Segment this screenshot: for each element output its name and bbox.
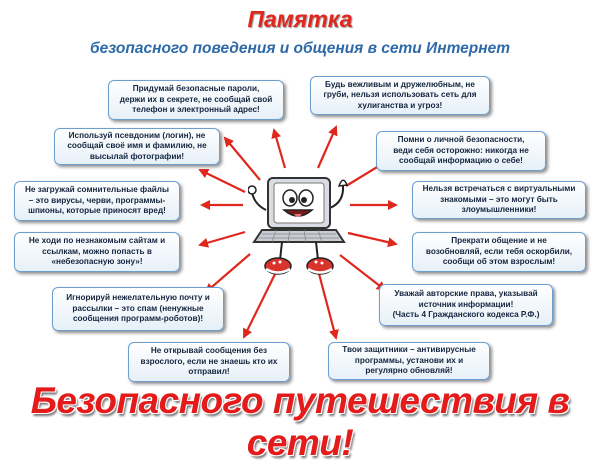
tip-card-copyright: Уважай авторские права, указывай источни… bbox=[379, 284, 553, 326]
arrow-12 bbox=[243, 267, 279, 339]
arrows-layer bbox=[198, 125, 398, 340]
tip-card-unknown-messages: Не открывай сообщения без взрослого, есл… bbox=[128, 342, 290, 382]
arrow-11 bbox=[339, 254, 387, 292]
tip-card-spam: Игнорируй нежелательную почту и рассылки… bbox=[52, 287, 224, 331]
page-title: Памятка bbox=[247, 6, 353, 32]
arrow-1 bbox=[223, 136, 261, 181]
page-subtitle: безопасного поведения и общения в сети И… bbox=[89, 40, 510, 57]
tip-card-suspicious-files: Не загружай сомнительные файлы – это вир… bbox=[14, 181, 180, 221]
tip-card-politeness: Будь вежливым и дружелюбным, не груби, н… bbox=[310, 76, 490, 115]
tip-card-unknown-sites: Не ходи по незнакомым сайтам и ссылкам, … bbox=[14, 232, 180, 272]
arrow-4 bbox=[198, 169, 246, 193]
tip-card-antivirus: Твои защитники – антивирусные программы,… bbox=[328, 342, 490, 380]
tip-card-virtual-meetings: Нельзя встречаться с виртуальными знаком… bbox=[412, 181, 586, 219]
tip-card-personal-safety: Помни о личной безопасности, веди себя о… bbox=[376, 131, 546, 171]
arrow-3 bbox=[316, 125, 338, 169]
arrow-2 bbox=[271, 128, 287, 169]
tip-card-stop-communication: Прекрати общение и не возобновляй, если … bbox=[412, 232, 586, 272]
arrow-9 bbox=[347, 231, 398, 248]
arrow-13 bbox=[316, 269, 339, 340]
tip-card-nickname: Используй псевдоним (логин), не сообщай … bbox=[54, 128, 220, 165]
arrow-8 bbox=[198, 230, 246, 248]
laptop-mascot-icon bbox=[248, 177, 349, 275]
tip-card-passwords: Придумай безопасные пароли, держи их в с… bbox=[108, 80, 284, 120]
arrow-10 bbox=[204, 253, 251, 294]
footer-slogan: Безопасного путешествия в сети! bbox=[30, 380, 570, 463]
